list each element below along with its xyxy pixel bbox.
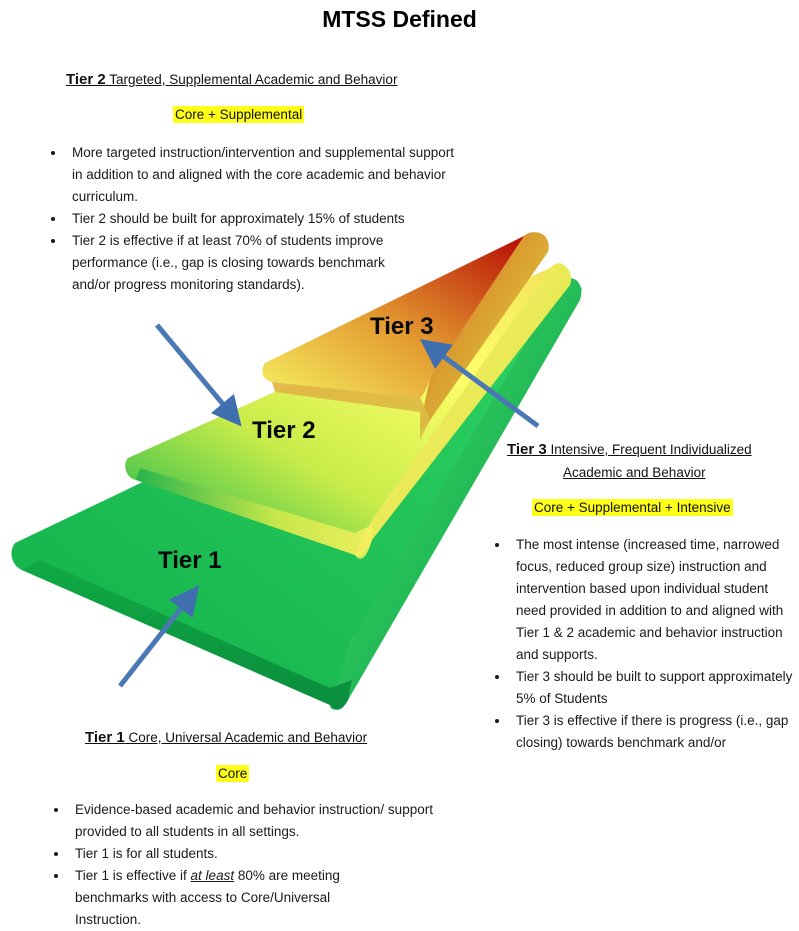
list-item: Tier 1 is for all students. bbox=[69, 843, 439, 865]
tier2-heading-rest: Targeted, Supplemental Academic and Beha… bbox=[105, 72, 398, 87]
tier3-heading-bold: Tier 3 bbox=[507, 441, 547, 458]
tier1-tag: Core bbox=[216, 765, 250, 782]
tier1-bullet3-emphasis: at least bbox=[190, 868, 235, 883]
tier3-heading-line2: Academic and Behavior bbox=[563, 465, 706, 480]
arrow-to-tier3 bbox=[419, 339, 540, 429]
tier3-tag: Core + Supplemental + Intensive bbox=[532, 499, 733, 516]
arrow-to-tier1 bbox=[118, 585, 200, 688]
tier2-bullets: More targeted instruction/intervention a… bbox=[46, 142, 458, 296]
list-item: Tier 3 should be built to support approx… bbox=[510, 666, 799, 710]
arrow-to-tier2 bbox=[155, 323, 242, 427]
list-item: Tier 3 is effective if there is progress… bbox=[510, 710, 799, 754]
tier1-heading: Tier 1 Core, Universal Academic and Beha… bbox=[85, 729, 367, 746]
list-item: The most intense (increased time, narrow… bbox=[510, 534, 799, 666]
tier2-heading: Tier 2 Targeted, Supplemental Academic a… bbox=[66, 71, 397, 88]
tier3-step bbox=[262, 232, 549, 440]
tier1-heading-bold: Tier 1 bbox=[85, 729, 125, 746]
tier1-bullet3-pre: Tier 1 is effective if bbox=[75, 868, 191, 883]
list-item: More targeted instruction/intervention a… bbox=[66, 142, 458, 208]
diagram-label-tier3: Tier 3 bbox=[370, 313, 434, 340]
list-item: Evidence-based academic and behavior ins… bbox=[69, 799, 439, 843]
tier3-bullets: The most intense (increased time, narrow… bbox=[490, 534, 799, 754]
tier1-bullets: Evidence-based academic and behavior ins… bbox=[49, 799, 439, 931]
diagram-label-tier1: Tier 1 bbox=[158, 547, 222, 574]
list-item: Tier 1 is effective if at least 80% are … bbox=[69, 865, 365, 931]
list-item: Tier 2 should be built for approximately… bbox=[66, 208, 458, 230]
tier2-tag: Core + Supplemental bbox=[173, 106, 305, 123]
page-title: MTSS Defined bbox=[322, 6, 477, 32]
tier3-heading-rest: Intensive, Frequent Individualized bbox=[546, 442, 752, 457]
tier2-heading-bold: Tier 2 bbox=[66, 71, 106, 88]
diagram-label-tier2: Tier 2 bbox=[252, 417, 316, 444]
tier1-bullet3-post: 80% are meeting benchmarks with access t… bbox=[75, 868, 340, 927]
tier1-heading-rest: Core, Universal Academic and Behavior bbox=[124, 730, 368, 745]
list-item: Tier 2 is effective if at least 70% of s… bbox=[66, 230, 412, 296]
tier3-heading: Tier 3 Intensive, Frequent Individualize… bbox=[507, 441, 752, 458]
